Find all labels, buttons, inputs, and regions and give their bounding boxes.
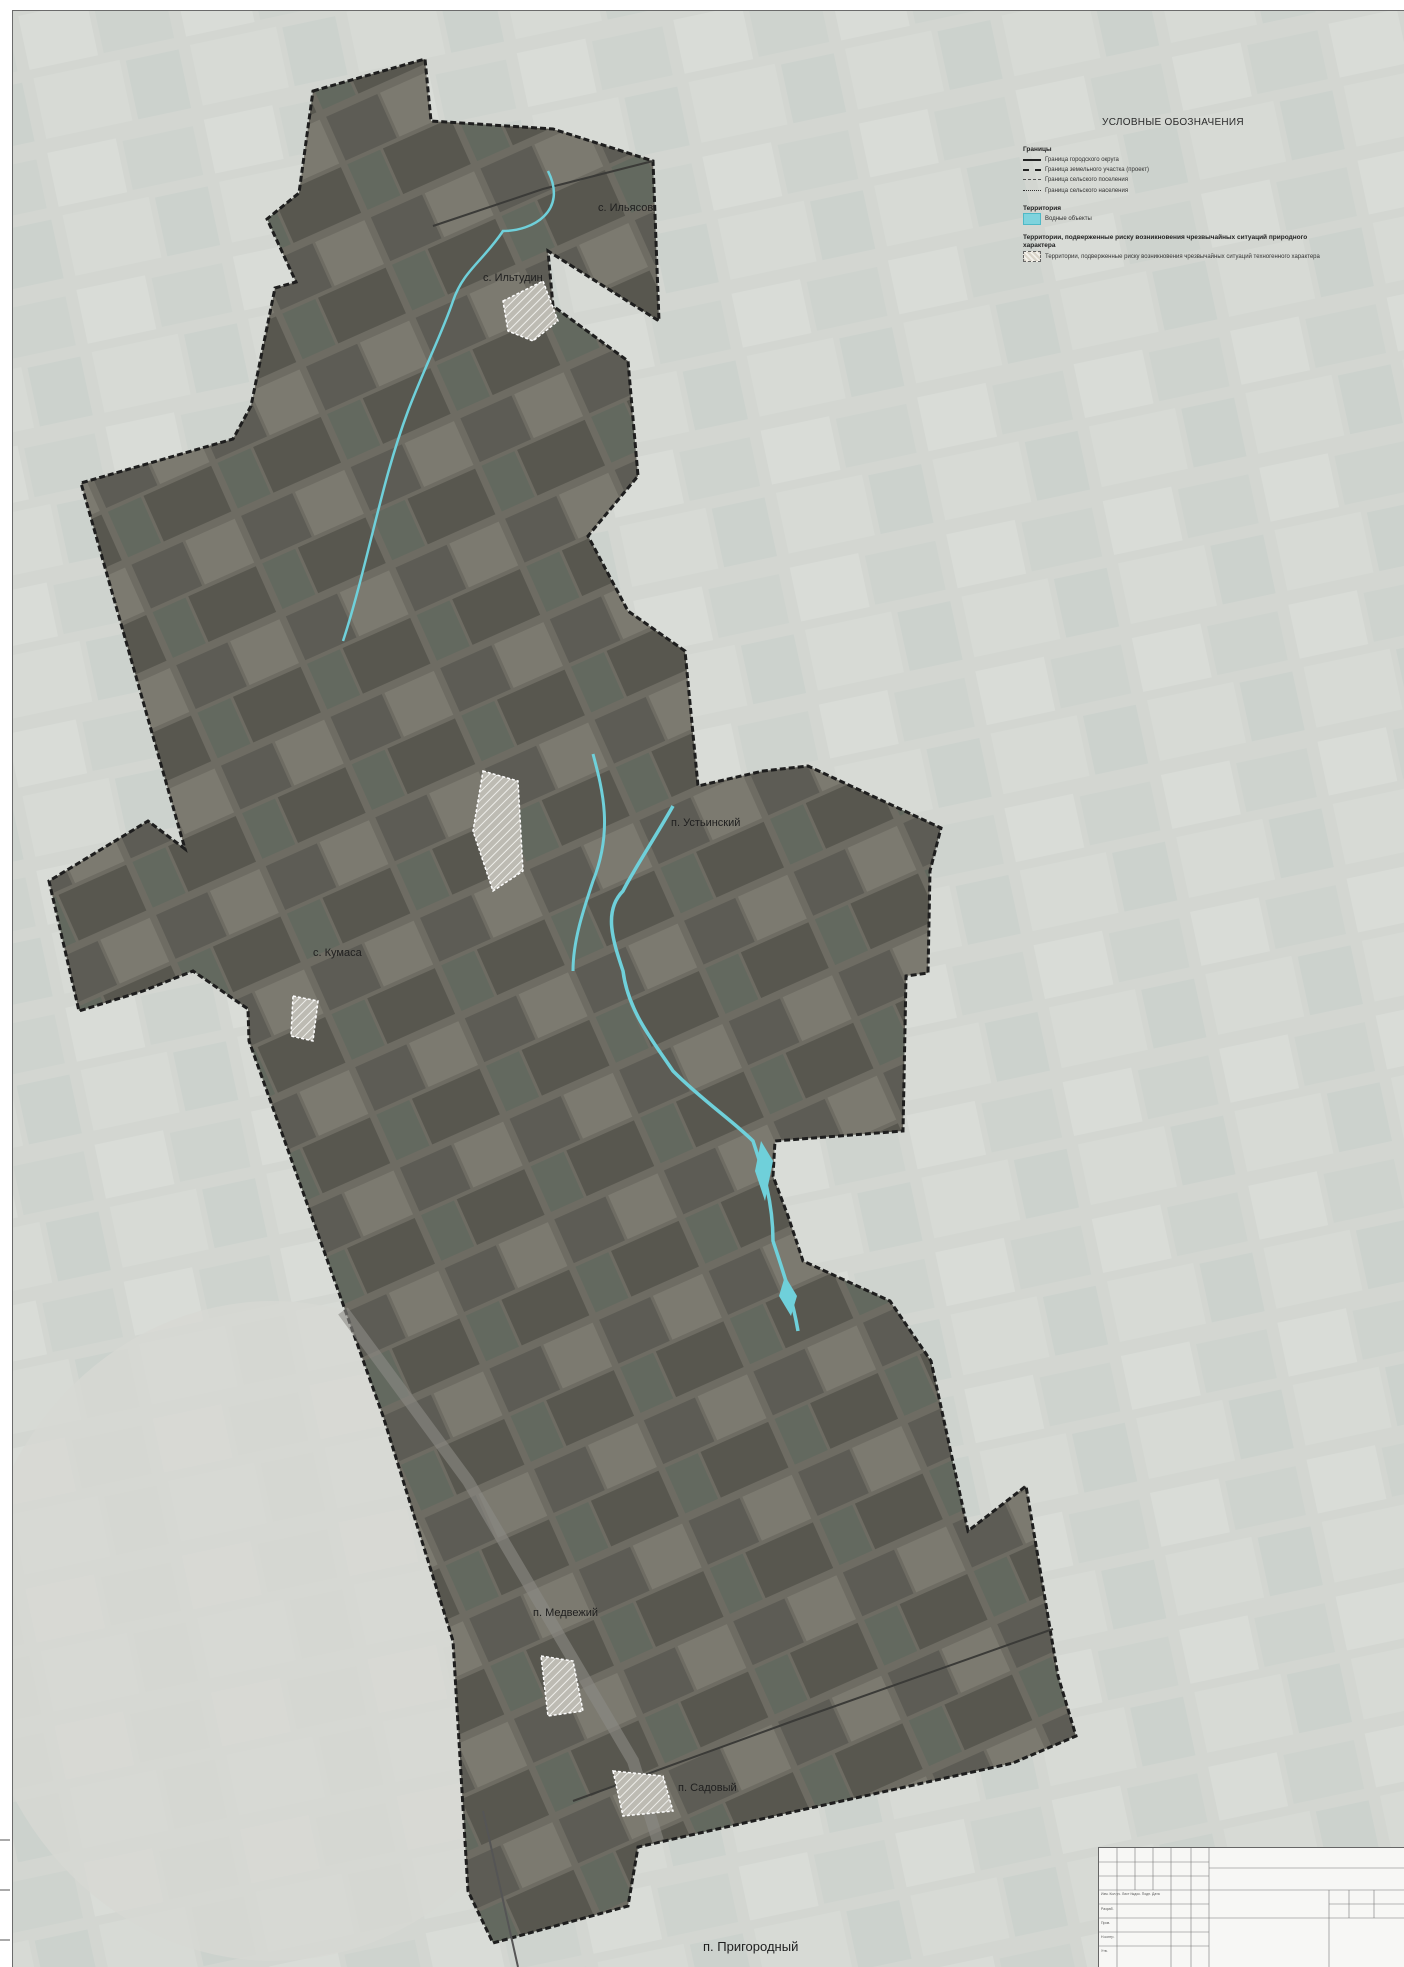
settlement-area <box>502 279 559 342</box>
legend-label: Граница земельного участка (проект) <box>1045 167 1149 174</box>
legend-label: Граница сельского населения <box>1045 187 1129 194</box>
railway <box>482 1810 519 1967</box>
hatch-icon <box>1023 251 1041 263</box>
settlement-area <box>290 995 319 1042</box>
place-label: п. Садовый <box>678 1782 737 1794</box>
legend-item: Граница земельного участка (проект) <box>1023 166 1323 174</box>
title-block-grid <box>1099 1848 1404 1967</box>
water-body <box>755 1141 773 1201</box>
legend-label: Граница городского округа <box>1045 157 1119 164</box>
place-label: п. Пригородный <box>703 1939 798 1954</box>
title-block-field: Разраб. <box>1101 1907 1114 1911</box>
title-block-field: Утв. <box>1101 1949 1108 1953</box>
settlement-area <box>472 770 524 893</box>
dotted-line-icon <box>1023 189 1041 191</box>
legend-heading: Территории, подверженные риску возникнов… <box>1023 233 1308 250</box>
dash-line-icon <box>1023 168 1041 171</box>
legend-item: Граница сельского населения <box>1023 187 1323 195</box>
title-block-field: Н.контр. <box>1101 1935 1115 1939</box>
legend-item: Водные объекты <box>1023 212 1323 225</box>
river <box>571 753 607 972</box>
legend-label: Территории, подверженные риску возникнов… <box>1045 254 1320 261</box>
water-body <box>779 1276 797 1316</box>
legend-title: УСЛОВНЫЕ ОБОЗНАЧЕНИЯ <box>1102 117 1244 128</box>
legend-heading: Территория <box>1023 204 1062 212</box>
place-label: с. Ильясов <box>598 202 653 214</box>
place-label: п. Устьинский <box>671 817 740 829</box>
map-legend: УСЛОВНЫЕ ОБОЗНАЧЕНИЯ Границы Граница гор… <box>1023 116 1323 263</box>
edge-marks <box>0 1839 10 1941</box>
water-icon <box>1023 212 1041 225</box>
legend-item: Граница городского округа <box>1023 156 1323 164</box>
territory-polygon <box>47 57 1078 1945</box>
settlement-area <box>612 1770 674 1817</box>
place-label: с. Ильтудин <box>483 272 543 284</box>
legend-label: Граница сельского поселения <box>1045 177 1129 184</box>
legend-item: Граница сельского поселения <box>1023 176 1323 184</box>
solid-line-icon <box>1023 158 1041 161</box>
map-canvas: с. Ильясов с. Ильтудин п. Устьинский с. … <box>13 11 1404 1967</box>
place-label: с. Кумаса <box>313 947 363 959</box>
legend-heading: Границы <box>1023 145 1052 153</box>
map-frame: с. Ильясов с. Ильтудин п. Устьинский с. … <box>12 10 1404 1967</box>
title-block-header: Изм. Кол.уч. Лист №док. Подп. Дата <box>1101 1892 1160 1896</box>
river <box>341 170 556 642</box>
dash-line-2-icon <box>1023 179 1041 181</box>
title-block: Изм. Кол.уч. Лист №док. Подп. Дата Разра… <box>1098 1847 1404 1967</box>
road <box>432 160 654 227</box>
place-label: п. Медвежий <box>533 1607 598 1619</box>
title-block-field: Пров. <box>1101 1921 1111 1925</box>
settlement-area <box>540 1655 584 1717</box>
legend-label: Водные объекты <box>1045 216 1092 223</box>
legend-item: Территории, подверженные риску возникнов… <box>1023 251 1323 263</box>
river <box>609 805 800 1332</box>
